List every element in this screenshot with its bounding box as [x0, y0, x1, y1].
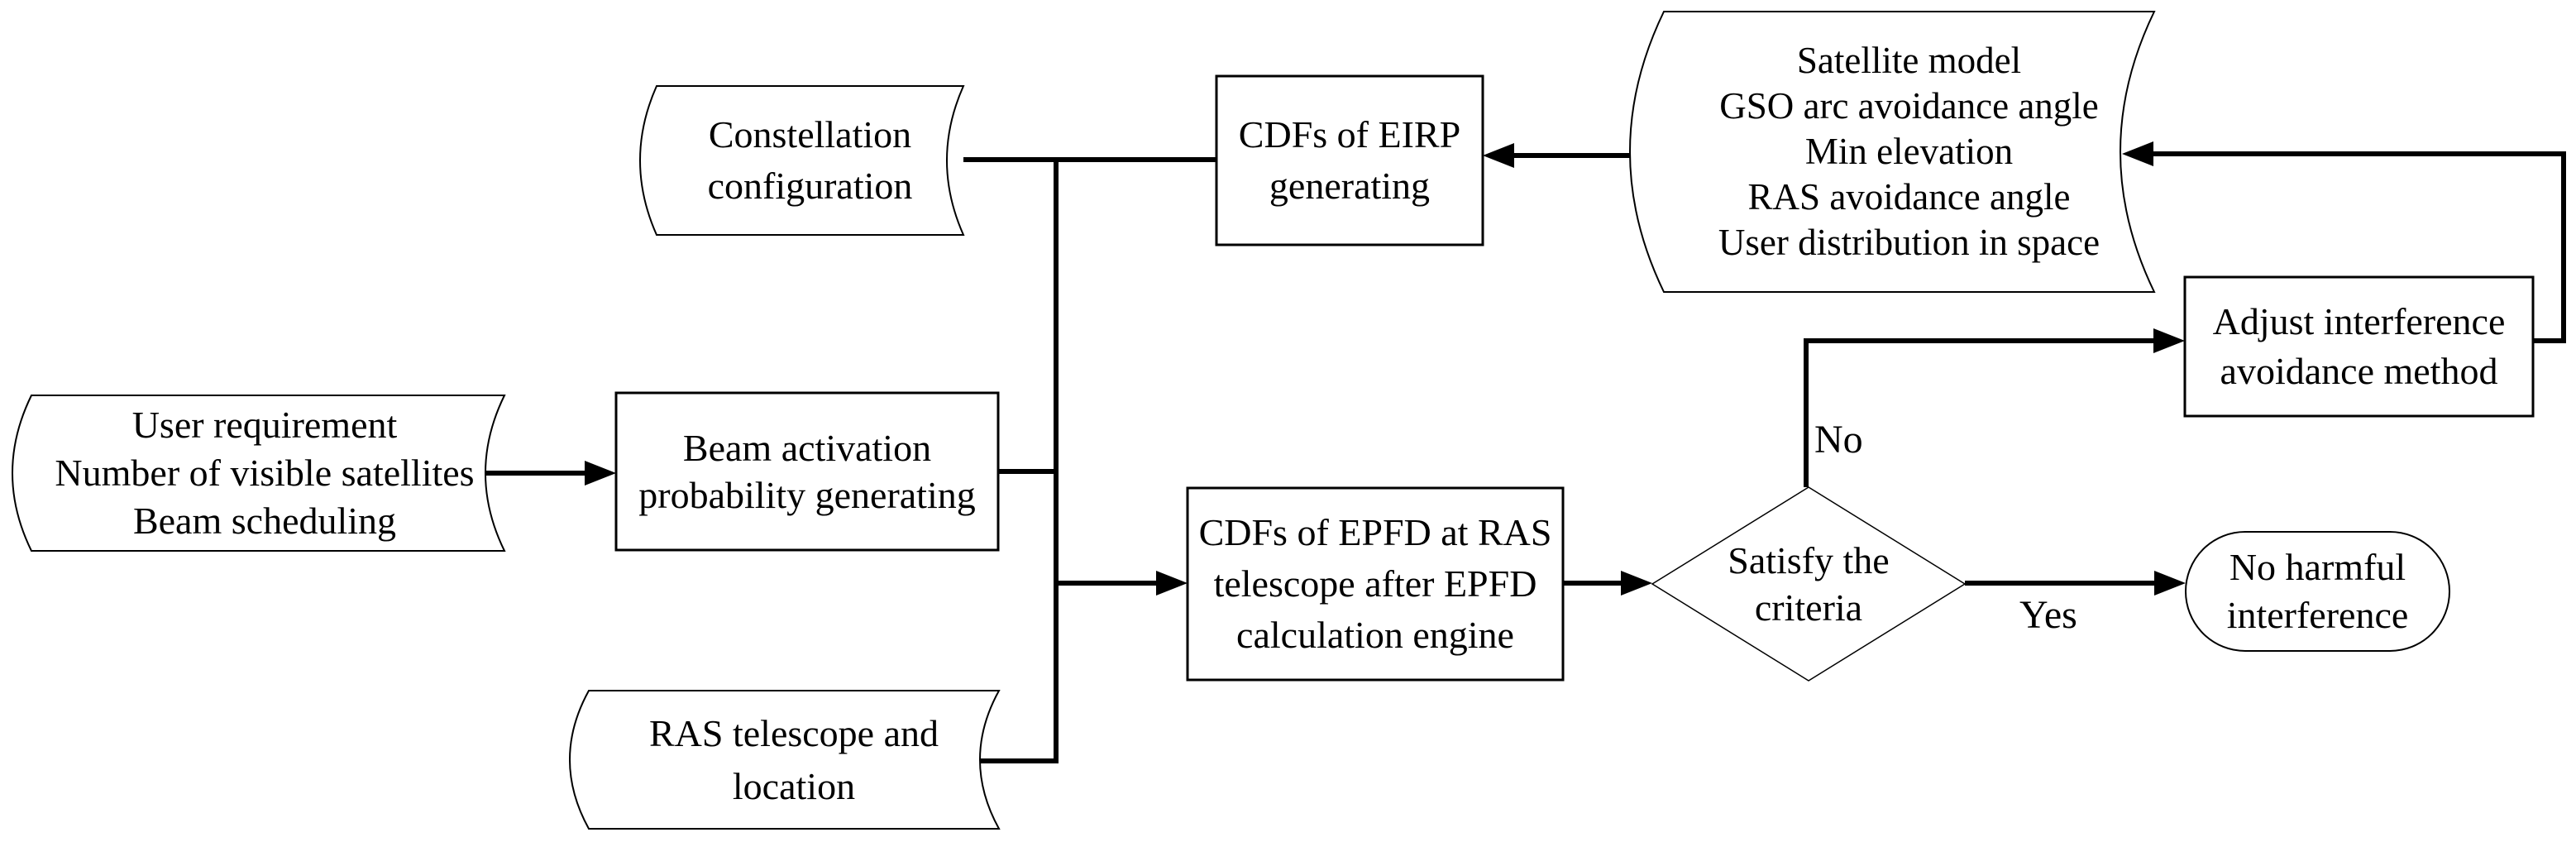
epfd-engine-box: [1186, 486, 1565, 682]
edge-decision-no: [1804, 338, 2153, 487]
arrowhead-into-beam: [585, 461, 616, 486]
constellation-shape: [639, 85, 965, 236]
no-edge-label: No: [1814, 418, 1863, 462]
edge-adjust-loop: [2153, 151, 2566, 343]
ras-telescope-shape: [569, 690, 1001, 830]
satellite-inputs-shape: [1629, 11, 2156, 293]
arrowhead-into-decision: [1621, 571, 1652, 596]
no-harmful-terminator: [2185, 531, 2450, 652]
arrowhead-into-adjust: [2153, 328, 2185, 353]
user-requirements-shape: [12, 395, 506, 552]
yes-edge-label: Yes: [2019, 593, 2077, 637]
adjust-method-box: [2183, 275, 2535, 418]
arrowhead-into-eirp: [1483, 143, 1514, 168]
arrowhead-into-satellite: [2122, 141, 2153, 166]
eirp-generating-box: [1215, 74, 1484, 246]
arrowhead-into-noharmful: [2154, 571, 2186, 596]
decision-diamond: [1651, 486, 1967, 682]
beam-activation-box: [614, 391, 1000, 552]
arrowhead-into-epfd: [1156, 571, 1188, 596]
